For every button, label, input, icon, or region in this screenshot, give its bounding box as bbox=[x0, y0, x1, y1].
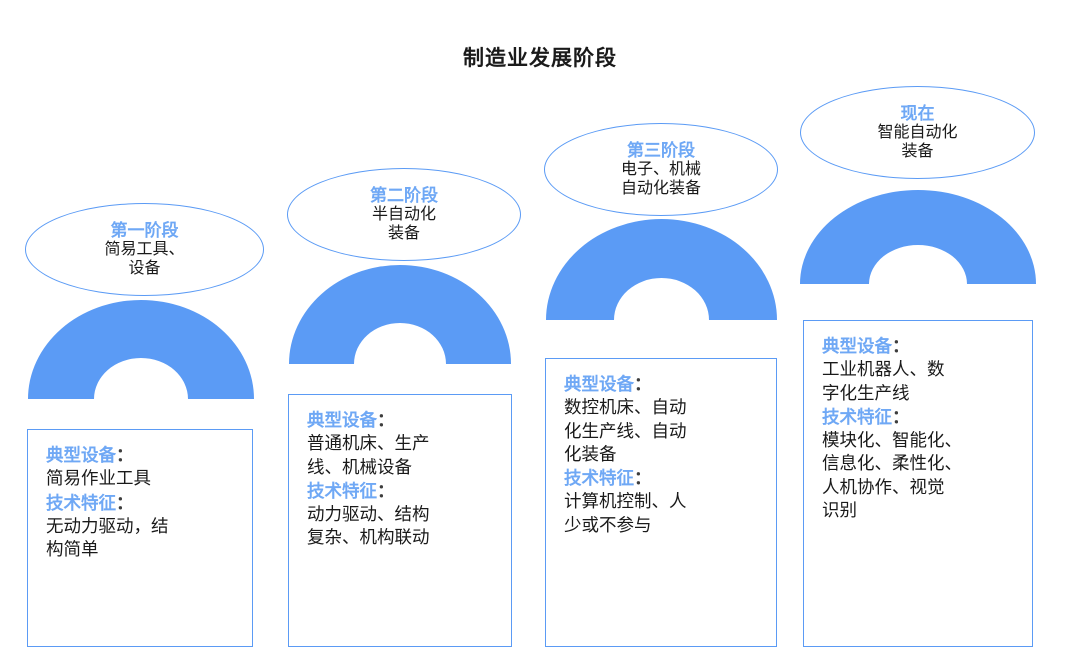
stage-ellipse-4[interactable]: 现在 智能自动化 装备 bbox=[800, 86, 1035, 179]
stage-name-4: 现在 bbox=[900, 103, 935, 123]
stage-ellipse-1[interactable]: 第一阶段 简易工具、 设备 bbox=[25, 203, 264, 296]
stage-subtitle-3: 电子、机械 自动化装备 bbox=[620, 160, 701, 197]
arch-shape-3 bbox=[546, 219, 777, 320]
arch-shape-1 bbox=[28, 300, 254, 399]
stage-subtitle-1: 简易工具、 设备 bbox=[104, 240, 185, 277]
stage-subtitle-2: 半自动化 装备 bbox=[371, 205, 436, 242]
stage-ellipse-2[interactable]: 第二阶段 半自动化 装备 bbox=[287, 168, 521, 261]
equipment-label-1: 典型设备： bbox=[46, 445, 134, 465]
features-value-3: 计算机控制、人 少或不参与 bbox=[564, 491, 687, 535]
info-card-1[interactable]: 典型设备： 简易作业工具 技术特征： 无动力驱动，结 构简单 bbox=[27, 429, 253, 647]
arch-shape-4 bbox=[800, 190, 1036, 284]
features-value-1: 无动力驱动，结 构简单 bbox=[46, 515, 169, 560]
features-label-4: 技术特征： bbox=[822, 406, 910, 427]
arch-shape-2 bbox=[289, 265, 511, 364]
equipment-value-1: 简易作业工具 bbox=[46, 468, 151, 489]
stage-name-1: 第一阶段 bbox=[110, 220, 179, 240]
equipment-label-4: 典型设备： bbox=[822, 336, 910, 356]
equipment-value-2: 普通机床、生产 线、机械设备 bbox=[307, 433, 430, 477]
page-title: 制造业发展阶段 bbox=[463, 47, 617, 70]
info-card-2[interactable]: 典型设备： 普通机床、生产 线、机械设备 技术特征： 动力驱动、结构 复杂、机构… bbox=[288, 394, 512, 647]
info-card-3[interactable]: 典型设备： 数控机床、自动 化生产线、自动 化装备 技术特征： 计算机控制、人 … bbox=[545, 358, 777, 647]
stage-name-3: 第三阶段 bbox=[627, 140, 695, 160]
info-card-4[interactable]: 典型设备： 工业机器人、数 字化生产线 技术特征： 模块化、智能化、 信息化、柔… bbox=[803, 320, 1033, 647]
stage-subtitle-4: 智能自动化 装备 bbox=[877, 123, 958, 160]
features-label-2: 技术特征： bbox=[307, 480, 395, 501]
equipment-label-2: 典型设备： bbox=[307, 410, 395, 430]
equipment-label-3: 典型设备： bbox=[564, 374, 652, 394]
stage-name-2: 第二阶段 bbox=[370, 185, 438, 205]
stage-ellipse-3[interactable]: 第三阶段 电子、机械 自动化装备 bbox=[544, 123, 778, 216]
features-label-1: 技术特征： bbox=[46, 492, 134, 513]
equipment-value-4: 工业机器人、数 字化生产线 bbox=[822, 359, 945, 403]
equipment-value-3: 数控机床、自动 化生产线、自动 化装备 bbox=[564, 397, 687, 464]
features-label-3: 技术特征： bbox=[564, 468, 652, 489]
features-value-2: 动力驱动、结构 复杂、机构联动 bbox=[307, 504, 430, 548]
features-value-4: 模块化、智能化、 信息化、柔性化、 人机协作、视觉 识别 bbox=[822, 430, 962, 520]
